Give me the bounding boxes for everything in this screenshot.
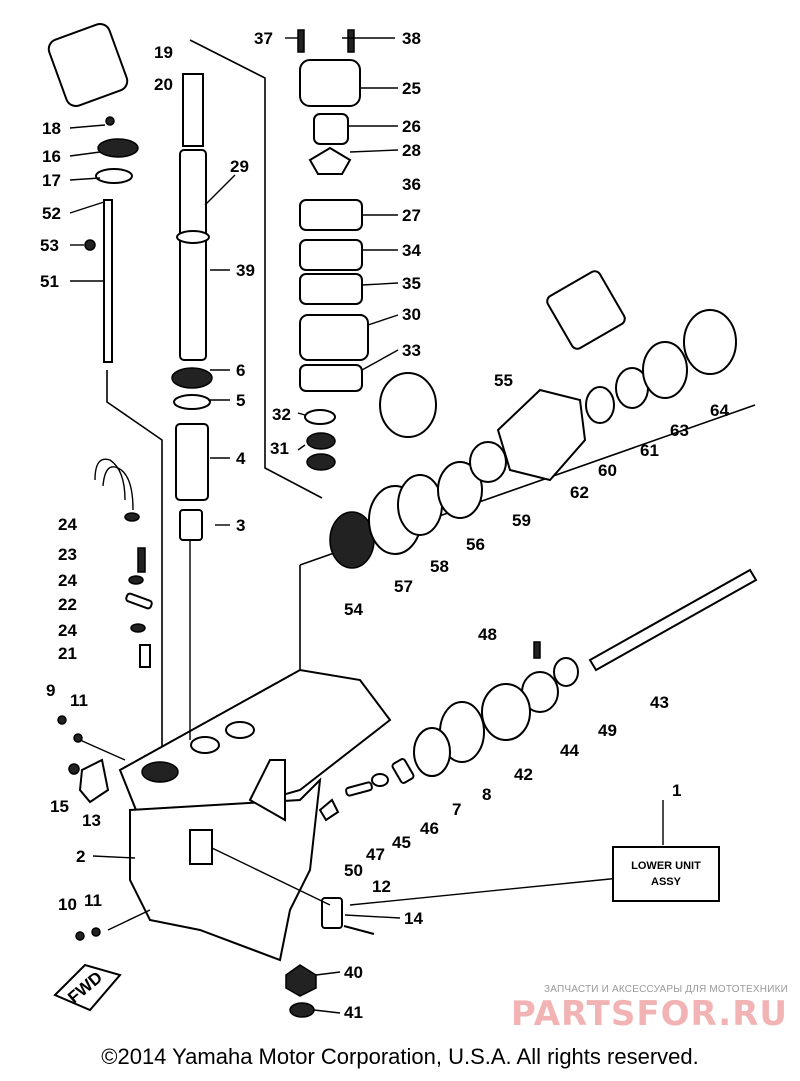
callout-11a: 11	[70, 691, 88, 710]
callout-12: 12	[372, 877, 391, 896]
callout-51: 51	[40, 272, 59, 291]
lower-case-housing	[118, 668, 392, 962]
water-pump-stack	[297, 29, 437, 471]
callout-42: 42	[514, 765, 533, 784]
callout-24b: 24	[58, 571, 77, 590]
callout-14: 14	[404, 909, 423, 928]
gear-train	[318, 270, 758, 822]
callout-49: 49	[598, 721, 617, 740]
callout-54: 54	[344, 600, 363, 619]
callout-29: 29	[230, 157, 249, 176]
callout-33: 33	[402, 341, 421, 360]
callout-21: 21	[58, 644, 77, 663]
lower-unit-label-line1: LOWER UNIT	[631, 860, 701, 872]
callout-38: 38	[402, 29, 421, 48]
leader-lines	[69, 37, 664, 1014]
callout-3: 3	[236, 516, 245, 535]
callout-46: 46	[420, 819, 439, 838]
callout-31: 31	[270, 439, 289, 458]
callout-2: 2	[76, 847, 85, 866]
callout-64: 64	[710, 401, 729, 420]
watermark: ЗАПЧАСТИ И АКСЕССУАРЫ ДЛЯ МОТОТЕХНИКИ PA…	[488, 984, 788, 1033]
callout-62: 62	[570, 483, 589, 502]
callout-28: 28	[402, 141, 421, 160]
callout-63: 63	[670, 421, 689, 440]
callout-53: 53	[40, 236, 59, 255]
callout-56: 56	[466, 535, 485, 554]
small-hardware	[53, 715, 375, 1018]
callout-labels: 1 2 3 4 5 6 7 8 9 10 11 11 12 13 14 15 1…	[40, 29, 729, 1022]
callout-48: 48	[478, 625, 497, 644]
callout-23: 23	[58, 545, 77, 564]
drive-shaft-column	[171, 73, 213, 740]
callout-15: 15	[50, 797, 69, 816]
callout-24a: 24	[58, 515, 77, 534]
callout-41: 41	[344, 1003, 363, 1022]
callout-27: 27	[402, 206, 421, 225]
callout-18: 18	[42, 119, 61, 138]
callout-5: 5	[236, 391, 245, 410]
callout-39: 39	[236, 261, 255, 280]
water-tube-stack	[47, 22, 139, 363]
callout-43: 43	[650, 693, 669, 712]
callout-8: 8	[482, 785, 491, 804]
callout-26: 26	[402, 117, 421, 136]
callout-60: 60	[598, 461, 617, 480]
callout-50: 50	[344, 861, 363, 880]
callout-6: 6	[236, 361, 245, 380]
callout-52: 52	[42, 204, 61, 223]
callout-47: 47	[366, 845, 385, 864]
callout-9: 9	[46, 681, 55, 700]
callout-30: 30	[402, 305, 421, 324]
callout-36: 36	[402, 175, 421, 194]
callout-59: 59	[512, 511, 531, 530]
callout-11b: 11	[84, 891, 102, 910]
watermark-tagline: ЗАПЧАСТИ И АКСЕССУАРЫ ДЛЯ МОТОТЕХНИКИ	[543, 984, 788, 995]
callout-13: 13	[82, 811, 101, 830]
callout-58: 58	[430, 557, 449, 576]
callout-34: 34	[402, 241, 421, 260]
callout-4: 4	[236, 449, 246, 468]
callout-35: 35	[402, 274, 421, 293]
shift-rod-parts	[94, 458, 153, 668]
callout-24c: 24	[58, 621, 77, 640]
callout-61: 61	[640, 441, 659, 460]
callout-16: 16	[42, 147, 61, 166]
callout-7: 7	[452, 800, 461, 819]
callout-17: 17	[42, 171, 61, 190]
callout-10: 10	[58, 895, 77, 914]
exploded-parts-diagram: 1 2 3 4 5 6 7 8 9 10 11 11 12 13 14 15 1…	[40, 22, 758, 1022]
callout-55: 55	[494, 371, 513, 390]
lower-unit-label-line2: ASSY	[651, 876, 681, 888]
callout-57: 57	[394, 577, 413, 596]
watermark-logo: PARTSFOR.RU	[510, 994, 788, 1034]
callout-20: 20	[154, 75, 173, 94]
lower-unit-assy-label: LOWER UNIT ASSY	[612, 846, 720, 902]
copyright-footer: ©2014 Yamaha Motor Corporation, U.S.A. A…	[101, 1044, 699, 1069]
callout-22: 22	[58, 595, 77, 614]
callout-40: 40	[344, 963, 363, 982]
callout-44: 44	[560, 741, 579, 760]
callout-45: 45	[392, 833, 411, 852]
callout-32: 32	[272, 405, 291, 424]
callout-1: 1	[672, 781, 681, 800]
callout-37: 37	[254, 29, 273, 48]
callout-19: 19	[154, 43, 173, 62]
callout-25: 25	[402, 79, 421, 98]
